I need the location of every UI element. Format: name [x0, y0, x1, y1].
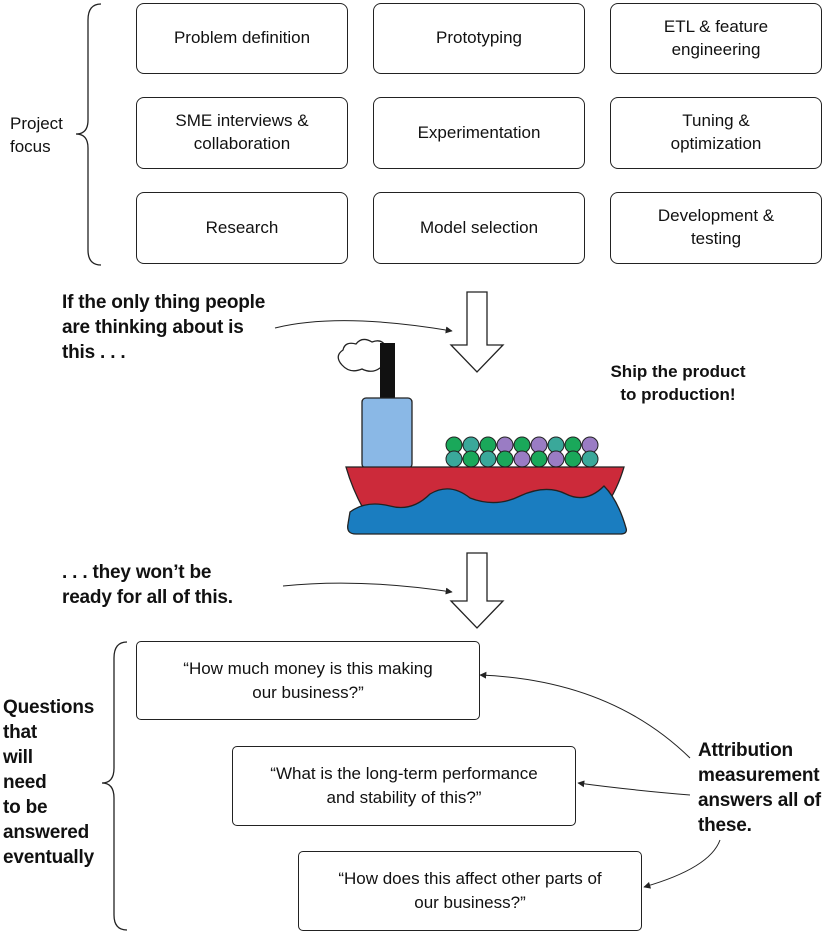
focus-box-experimentation: Experimentation	[373, 97, 585, 169]
chimney	[380, 343, 395, 400]
focus-box-problem-definition: Problem definition	[136, 3, 348, 74]
pointer-middle	[282, 582, 453, 595]
down-arrow-top	[449, 291, 505, 373]
callout-ship: Ship the product to production!	[610, 362, 746, 404]
callout-top: If the only thing people are thinking ab…	[62, 292, 266, 363]
questions-brace	[101, 641, 128, 931]
project-focus-brace	[75, 3, 102, 266]
project-focus-label: Project focus	[10, 114, 63, 156]
focus-box-prototyping: Prototyping	[373, 3, 585, 74]
focus-box-tuning-optimization: Tuning & optimization	[610, 97, 822, 169]
question-box-long-term: “What is the long-term performance and s…	[232, 746, 576, 826]
pointer-top	[274, 320, 453, 334]
callout-attribution: Attribution measurement answers all of t…	[698, 740, 821, 836]
focus-box-model-selection: Model selection	[373, 192, 585, 264]
ship-illustration	[337, 338, 628, 535]
pointer-q1	[479, 671, 691, 759]
question-box-money: “How much money is this making our busin…	[136, 641, 480, 720]
pointer-q2	[577, 780, 691, 796]
callout-middle: . . . they won’t be ready for all of thi…	[62, 562, 233, 608]
cabin	[361, 397, 413, 469]
focus-box-sme-interviews: SME interviews & collaboration	[136, 97, 348, 169]
containers	[445, 436, 599, 468]
focus-box-research: Research	[136, 192, 348, 264]
question-box-other-parts: “How does this affect other parts of our…	[298, 851, 642, 931]
pointer-q3	[643, 839, 721, 889]
focus-box-etl-feature-engineering: ETL & feature engineering	[610, 3, 822, 74]
questions-label: Questions that will need to be answered …	[3, 697, 95, 868]
water	[347, 485, 628, 535]
focus-box-development-testing: Development & testing	[610, 192, 822, 264]
down-arrow-bottom	[449, 552, 505, 629]
